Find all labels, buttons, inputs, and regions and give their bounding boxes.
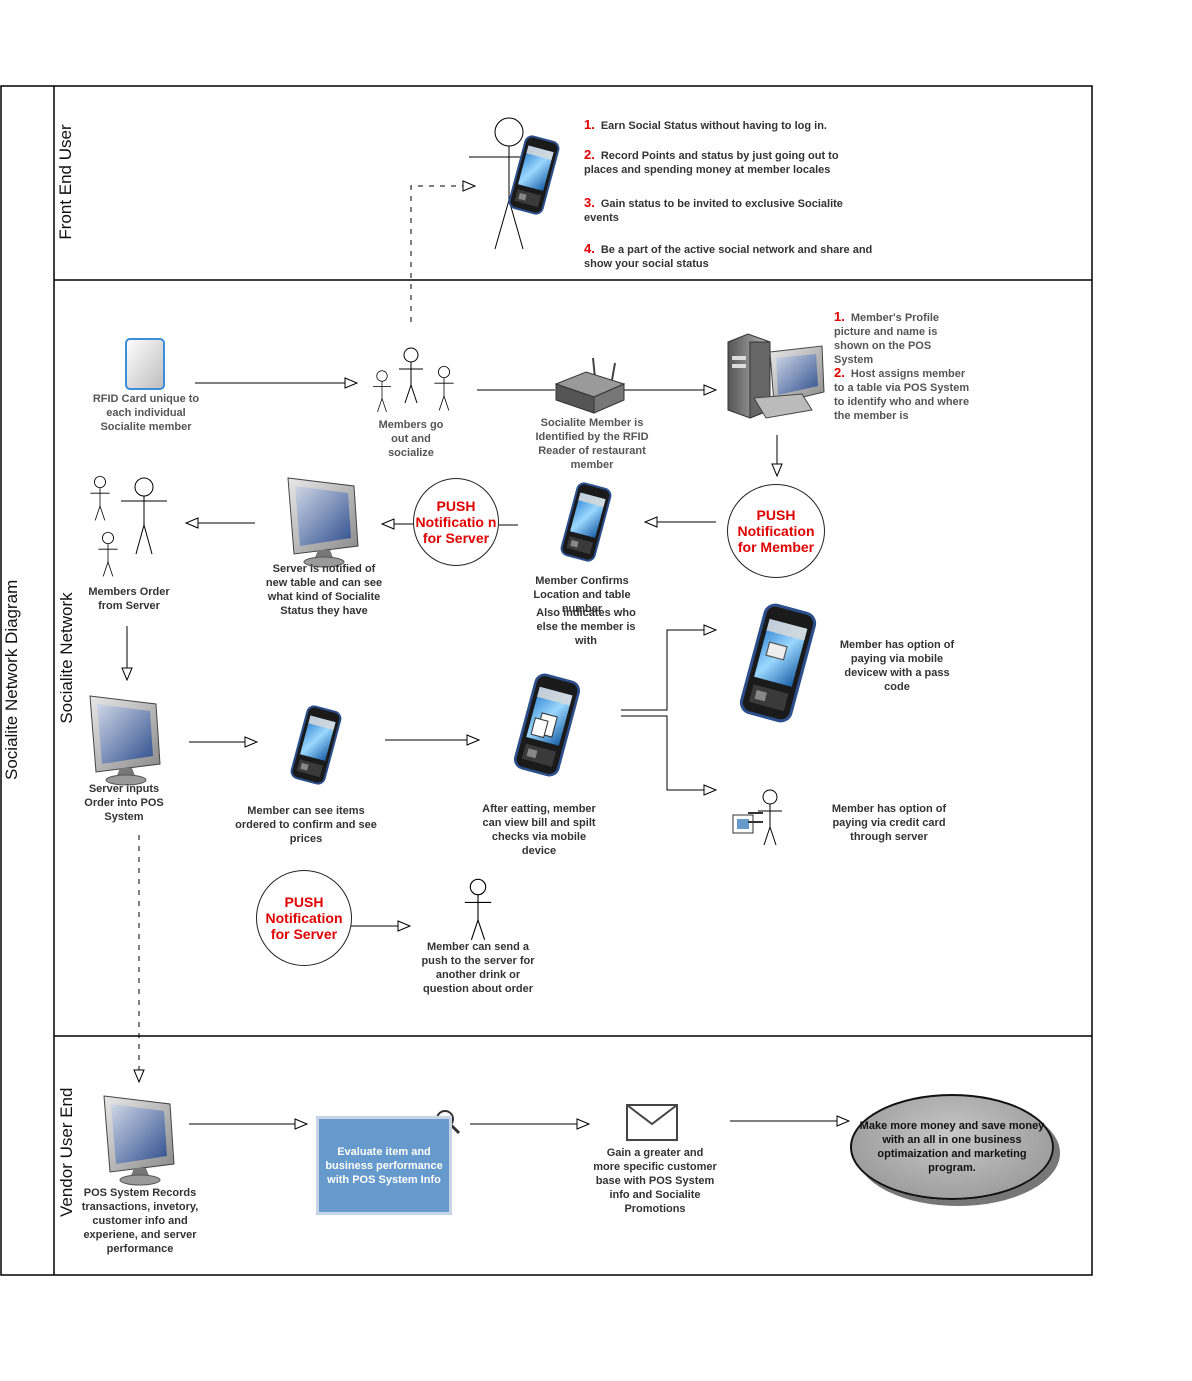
member-push-label: Member can send a push to the server for… — [421, 941, 535, 995]
confirm-phone-icon — [559, 480, 613, 564]
rfid-label: RFID Card unique to each individual Soci… — [92, 393, 200, 433]
lane-label-network: Socialite Network — [57, 592, 76, 724]
arrow-to-pay-mobile — [621, 630, 716, 711]
also-indicates-label: Also indicates who else the member is wi… — [536, 607, 636, 647]
push-notification-member: PUSH Notification for Member — [727, 484, 825, 578]
pay-credit-label: Member has option of paying via credit c… — [831, 803, 947, 843]
server-input-monitor-icon — [89, 695, 161, 786]
member-figure-icon — [90, 475, 110, 521]
front-end-point: 2.Record Points and status by just going… — [584, 147, 839, 177]
lane-label-front-end: Front End User — [56, 124, 75, 240]
pos-records-label: POS System Records transactions, invetor… — [81, 1187, 199, 1255]
make-money-ellipse: Make more money and save money with an a… — [850, 1094, 1054, 1200]
diagram-title: Socialite Network Diagram — [2, 579, 21, 780]
rfid-card-icon — [125, 338, 165, 390]
member-figure-icon — [398, 347, 424, 404]
after-eating-label: After eatting, member can view bill and … — [482, 803, 596, 857]
member-confirms-label: Member Confirms Location and table numbe… — [533, 575, 631, 615]
server-inputs-label: Server inputs Order into POS System — [84, 783, 164, 823]
front-end-point: 4.Be a part of the active social network… — [584, 241, 873, 271]
member-figure-icon — [98, 532, 118, 577]
member-figure-icon — [433, 365, 455, 411]
pay-mobile-label: Member has option of paying via mobile d… — [839, 639, 955, 693]
front-user-phone-icon — [507, 133, 561, 217]
bill-phone-icon — [511, 671, 583, 779]
push-notification-server-1: PUSH Notificatio n for Server — [413, 478, 499, 566]
rfid-reader-icon — [554, 357, 626, 414]
items-phone-icon — [289, 703, 343, 787]
pos-computer-icon — [727, 333, 825, 419]
member-figure-icon — [464, 878, 492, 941]
member-figure-icon — [121, 477, 167, 555]
profile-point: 2.Host assigns member to a table via POS… — [834, 365, 970, 423]
diagram-border — [0, 85, 1093, 1276]
arrow-members-to-front-user — [410, 186, 475, 322]
front-end-point: 3.Gain status to be invited to exclusive… — [584, 195, 843, 225]
server-notified-label: Server is notified of new table and can … — [265, 563, 383, 617]
evaluate-box: Evaluate item and business performance w… — [316, 1116, 452, 1215]
member-sees-items-label: Member can see items ordered to confirm … — [235, 805, 377, 845]
front-end-user-icon — [469, 117, 549, 250]
reader-label: Socialite Member is Identified by the RF… — [535, 417, 649, 471]
front-end-point: 1.Earn Social Status without having to l… — [584, 117, 827, 133]
arrow-to-pay-credit — [621, 715, 716, 790]
gain-customer-label: Gain a greater and more specific custome… — [593, 1147, 717, 1215]
vendor-pos-monitor-icon — [103, 1095, 175, 1186]
members-order-label: Members Order from Server — [88, 586, 170, 612]
credit-card-icon — [732, 812, 763, 834]
profile-point: 1.Member's Profile picture and name is s… — [834, 309, 940, 367]
members-go-out-label: Members go out and socialize — [378, 419, 444, 459]
mobile-pay-phone-icon — [737, 601, 819, 725]
server-monitor-icon — [287, 477, 359, 568]
member-figure-icon — [372, 370, 392, 413]
server-figure-icon — [757, 789, 783, 846]
push-notification-server-2: PUSH Notification for Server — [256, 870, 352, 966]
envelope-icon — [626, 1104, 678, 1141]
